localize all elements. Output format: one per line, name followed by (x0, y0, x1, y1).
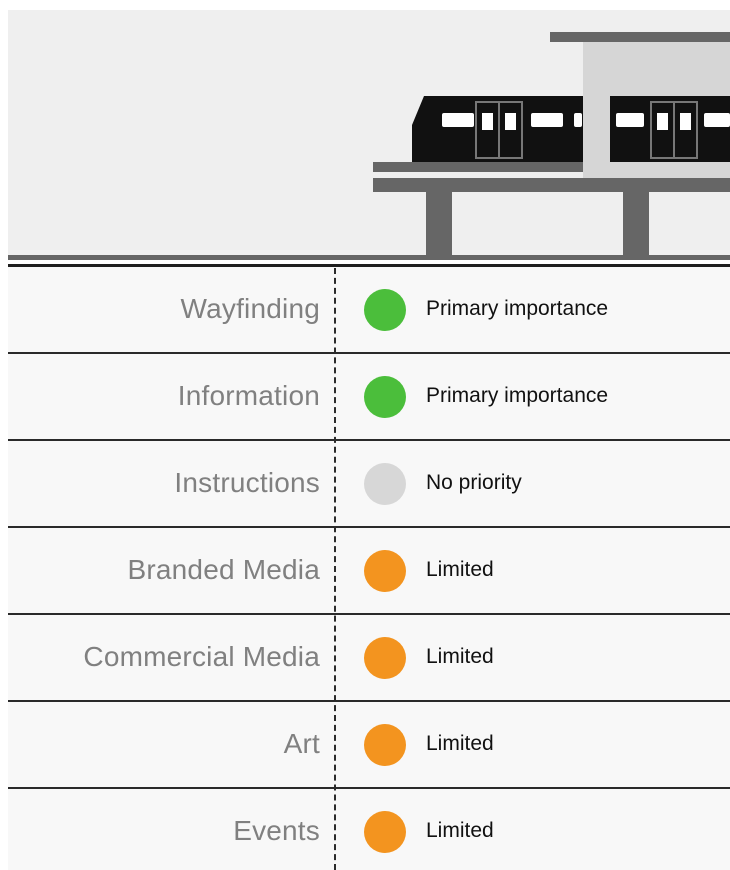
status-label: Limited (426, 558, 494, 581)
status-label: Limited (426, 819, 494, 842)
status-label: Limited (426, 645, 494, 668)
status-label: Primary importance (426, 297, 609, 320)
table-row: Commercial Media Limited (8, 615, 730, 702)
elevated-train-illustration (8, 10, 730, 260)
status-label: No priority (426, 471, 522, 494)
elevated-train-icon (8, 10, 730, 260)
table-row: Information Primary importance (8, 354, 730, 441)
category-label: Art (283, 728, 320, 759)
category-label: Events (233, 815, 320, 846)
category-label: Commercial Media (83, 641, 320, 672)
category-label: Information (177, 380, 320, 411)
table-row: Art Limited (8, 702, 730, 789)
status-dot (364, 811, 406, 853)
status-dot (364, 637, 406, 679)
status-dot (364, 724, 406, 766)
status-label: Limited (426, 732, 494, 755)
status-dot (364, 550, 406, 592)
category-label: Wayfinding (180, 293, 320, 324)
table-row: Branded Media Limited (8, 528, 730, 615)
table-row: Events Limited (8, 789, 730, 870)
status-dot (364, 376, 406, 418)
category-label: Instructions (174, 467, 320, 498)
status-dot (364, 463, 406, 505)
table-row: Instructions No priority (8, 441, 730, 528)
status-dot (364, 289, 406, 331)
dashed-divider (334, 268, 336, 870)
category-label: Branded Media (127, 554, 320, 585)
status-label: Primary importance (426, 384, 609, 407)
table-top-border (8, 264, 730, 267)
table-row: Wayfinding Primary importance (8, 267, 730, 354)
